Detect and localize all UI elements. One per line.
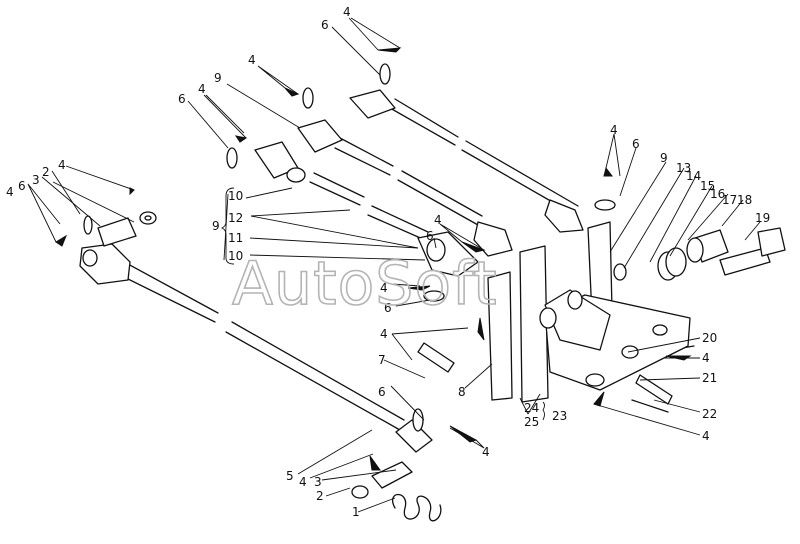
fittings-right: [613, 227, 786, 281]
label-7: 7: [378, 353, 386, 367]
label-9: 9: [214, 71, 222, 85]
leader-lines: [27, 17, 761, 513]
label-18: 18: [737, 193, 752, 207]
label-20: 20: [702, 331, 717, 345]
lever-23: [519, 245, 549, 403]
label-2: 2: [316, 489, 324, 503]
label-16: 16: [710, 187, 725, 201]
label-14: 14: [686, 169, 701, 183]
cotter-pins: [55, 47, 692, 471]
label-4: 4: [380, 281, 388, 295]
spring: [392, 494, 442, 522]
watermark: AutoSoft: [232, 249, 498, 319]
label-12: 12: [228, 211, 243, 225]
label-4: 4: [610, 123, 618, 137]
label-6: 6: [632, 137, 640, 151]
label-11: 11: [228, 231, 243, 245]
label-6: 6: [378, 385, 386, 399]
upper-rod-1: [349, 63, 616, 233]
label-3: 3: [32, 173, 40, 187]
label-4: 4: [702, 429, 710, 443]
label-4: 4: [299, 475, 307, 489]
label-3: 3: [314, 475, 322, 489]
label-4: 4: [434, 213, 442, 227]
small-parts: [83, 211, 695, 499]
label-9: 9: [212, 219, 220, 233]
label-10: 10: [228, 189, 243, 203]
label-5: 5: [286, 469, 294, 483]
label-4: 4: [380, 327, 388, 341]
label-15: 15: [700, 179, 715, 193]
label-2: 2: [42, 165, 50, 179]
upper-rod-2: [297, 87, 513, 257]
label-17: 17: [722, 193, 737, 207]
long-rod-lower: [79, 243, 433, 453]
lever-8: [487, 271, 513, 401]
label-6: 6: [321, 18, 329, 32]
label-4: 4: [702, 351, 710, 365]
label-19: 19: [755, 211, 770, 225]
label-4: 4: [6, 185, 14, 199]
label-8: 8: [458, 385, 466, 399]
callout-labels: 1 2 2 3 3 4 4 4 4 4 4 4 4 4 4 4 4 4 5 6 …: [6, 5, 770, 519]
label-1: 1: [352, 505, 360, 519]
label-4: 4: [58, 158, 66, 172]
label-4: 4: [248, 53, 256, 67]
label-10: 10: [228, 249, 243, 263]
group-braces: [220, 187, 545, 421]
label-13: 13: [676, 161, 691, 175]
label-25: 25: [524, 415, 539, 429]
label-4: 4: [343, 5, 351, 19]
label-6: 6: [426, 229, 434, 243]
upper-rod-3: [226, 141, 479, 302]
label-4: 4: [198, 82, 206, 96]
support-block: [539, 289, 611, 351]
label-6: 6: [18, 179, 26, 193]
label-24: 24: [524, 401, 539, 415]
label-23: 23: [552, 409, 567, 423]
label-22: 22: [702, 407, 717, 421]
label-6: 6: [384, 301, 392, 315]
label-21: 21: [702, 371, 717, 385]
label-9: 9: [660, 151, 668, 165]
label-4: 4: [482, 445, 490, 459]
label-6: 6: [178, 92, 186, 106]
